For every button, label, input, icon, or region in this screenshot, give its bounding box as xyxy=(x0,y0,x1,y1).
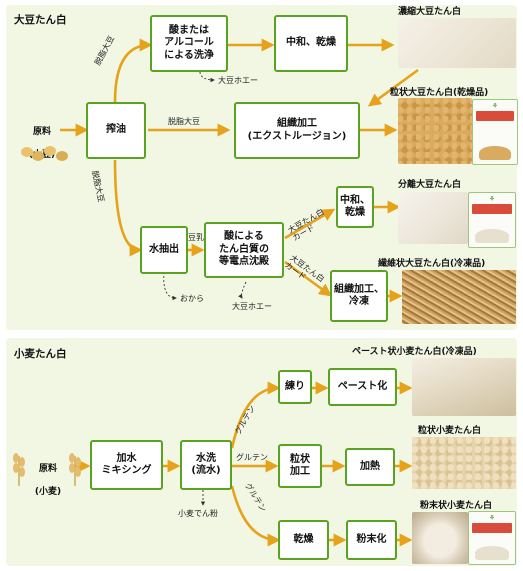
product-paste-wheat-protein: ペースト状小麦たん白(冷凍品) xyxy=(352,347,477,357)
water-wash-box: 水洗 (流水) xyxy=(180,440,232,490)
kneading-box: 練り xyxy=(278,370,312,404)
product-concentrated-soy-protein: 濃縮大豆たん白 xyxy=(398,7,462,17)
paste-box: ペースト化 xyxy=(328,368,397,406)
concentrated-powder-image xyxy=(398,18,516,68)
neutralize-dry-box: 中和、乾燥 xyxy=(274,15,348,72)
byproduct-wheat-starch: 小麦でん粉 xyxy=(178,509,218,518)
wheat-raw-label: 原料 (小麦) xyxy=(34,463,62,498)
byproduct-whey-2: 大豆ホエー xyxy=(232,302,272,311)
edge-label-gluten-2: グルテン xyxy=(236,453,268,462)
edge-label-soy-milk: 豆乳 xyxy=(188,233,204,242)
byproduct-okara: おから xyxy=(180,294,204,303)
soybean-icon xyxy=(21,146,68,161)
arrow-wash-to-drying xyxy=(230,485,281,547)
arrow-precipitation-to-neutralize xyxy=(284,208,336,240)
edge-label-defatted-soy-2: 脱脂大豆 xyxy=(168,117,200,126)
arrow-wash-to-kneading xyxy=(230,381,281,449)
granular-wheat-image xyxy=(412,437,516,489)
water-extraction-box: 水抽出 xyxy=(140,226,188,274)
fibrous-soy-image xyxy=(402,270,516,324)
paste-wheat-image xyxy=(412,358,516,416)
arrow-oil-to-wash xyxy=(113,38,153,103)
product-fibrous-soy-protein: 繊維状大豆たん白(冷凍品) xyxy=(378,259,486,269)
neutralize-dry-2-box: 中和、 乾燥 xyxy=(336,186,374,228)
wheat-icon-right xyxy=(69,453,81,486)
oil-extraction-box: 搾油 xyxy=(86,102,146,159)
heating-box: 加熱 xyxy=(345,448,395,486)
arrow-precipitation-to-texturize xyxy=(284,260,333,297)
acid-precipitation-box: 酸による たん白質の 等電点沈殿 xyxy=(204,222,284,278)
isolated-soy-package: ⚘ xyxy=(468,192,516,248)
dashed-okara xyxy=(163,271,177,301)
byproduct-whey-1: 大豆ホエー xyxy=(218,76,258,85)
product-granular-soy-protein: 粒状大豆たん白(乾燥品) xyxy=(390,88,489,98)
product-powder-wheat-protein: 粉末状小麦たん白 xyxy=(420,501,493,511)
powder-wheat-package: ⚘ xyxy=(468,511,516,565)
arrow-oil-to-water-extraction xyxy=(113,159,143,257)
powdering-box: 粉末化 xyxy=(346,520,397,560)
extrusion-box: 組織加工 (エクストルージョン) xyxy=(234,102,360,159)
drying-box: 乾燥 xyxy=(278,520,329,560)
granular-process-box: 粒状 加工 xyxy=(278,444,322,488)
isolated-powder-image xyxy=(398,192,468,244)
wheat-section-title: 小麦たん白 xyxy=(14,348,67,360)
powder-wheat-image xyxy=(412,512,468,564)
soy-section-title: 大豆たん白 xyxy=(14,14,67,26)
acid-alcohol-wash-box: 酸または アルコール による洗浄 xyxy=(150,15,228,72)
dashed-whey-2 xyxy=(238,281,247,299)
wheat-icon xyxy=(13,453,25,486)
product-isolated-soy-protein: 分離大豆たん白 xyxy=(398,180,462,190)
texturize-freeze-box: 組織加工、 冷凍 xyxy=(330,270,388,322)
granular-soy-package: ⚘ xyxy=(472,99,518,165)
product-granular-wheat-protein: 粒状小麦たん白 xyxy=(418,426,482,436)
arrow-product-to-extrusion xyxy=(367,68,419,107)
granular-soy-image xyxy=(398,98,472,164)
water-mixing-box: 加水 ミキシング xyxy=(90,440,163,490)
